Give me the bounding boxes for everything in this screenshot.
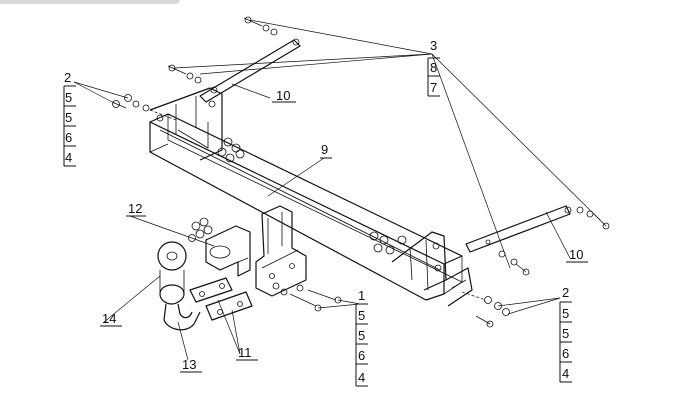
callout-8: 8 xyxy=(430,60,437,75)
callout-br-5a: 5 xyxy=(562,306,569,321)
leader-lines xyxy=(73,19,601,361)
callout-tl-6: 6 xyxy=(65,130,72,145)
left-bracket xyxy=(149,87,223,161)
left-support-bar xyxy=(199,38,301,103)
right-support-bar xyxy=(465,205,572,253)
ball-mount-flange xyxy=(205,225,251,277)
callout-1-6: 6 xyxy=(358,348,365,363)
top-tab-strip xyxy=(0,0,180,4)
hardware-fasteners xyxy=(111,16,610,328)
callout-underlines xyxy=(63,57,588,387)
right-bracket xyxy=(391,231,473,307)
callout-1: 1 xyxy=(358,288,365,303)
callout-1-4: 4 xyxy=(358,370,365,385)
callout-12: 12 xyxy=(128,201,142,216)
callout-br-6: 6 xyxy=(562,346,569,361)
callout-tl-5b: 5 xyxy=(65,110,72,125)
callout-br-4: 4 xyxy=(562,366,569,381)
callout-1-5a: 5 xyxy=(358,308,365,323)
callout-14: 14 xyxy=(102,311,116,326)
tow-ball-assembly xyxy=(157,241,201,331)
callout-3: 3 xyxy=(430,38,437,53)
center-drop-plate xyxy=(255,205,307,297)
callout-tl-4: 4 xyxy=(65,150,72,165)
callout-br-2: 2 xyxy=(562,285,569,300)
callout-br-5b: 5 xyxy=(562,326,569,341)
callout-13: 13 xyxy=(182,357,196,372)
callout-labels: 2 5 5 6 4 3 8 7 10 9 12 10 2 5 5 6 4 1 5… xyxy=(64,38,583,385)
cross-beam xyxy=(149,113,463,301)
callout-1-5b: 5 xyxy=(358,328,365,343)
callout-10-upper: 10 xyxy=(276,88,290,103)
callout-7: 7 xyxy=(430,80,437,95)
callout-tl-5a: 5 xyxy=(65,90,72,105)
clamp-plates xyxy=(189,277,253,321)
callout-9: 9 xyxy=(321,142,328,157)
callout-10-lower: 10 xyxy=(569,247,583,262)
callout-tl-2: 2 xyxy=(64,70,71,85)
callout-11: 11 xyxy=(238,345,252,360)
